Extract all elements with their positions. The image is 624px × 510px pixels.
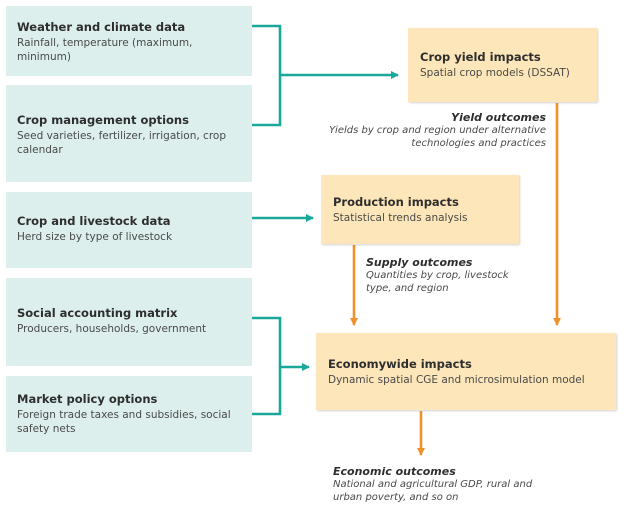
input-desc: Rainfall, temperature (maximum, minimum): [17, 37, 193, 63]
input-weather-climate: Weather and climate data Rainfall, tempe…: [6, 6, 252, 76]
model-desc: Statistical trends analysis: [333, 212, 468, 224]
input-title: Market policy options: [17, 392, 158, 406]
input-social-accounting-matrix: Social accounting matrix Producers, hous…: [6, 278, 252, 366]
note-economic-outcomes: Economic outcomes National and agricultu…: [333, 465, 553, 504]
model-economywide: Economywide impacts Dynamic spatial CGE …: [316, 333, 616, 410]
input-desc: Herd size by type of livestock: [17, 231, 173, 243]
model-title: Crop yield impacts: [420, 50, 541, 64]
input-crop-livestock: Crop and livestock data Herd size by typ…: [6, 192, 252, 268]
model-desc: Dynamic spatial CGE and microsimulation …: [328, 374, 585, 386]
note-title: Supply outcomes: [366, 256, 473, 269]
note-yield-outcomes: Yield outcomes Yields by crop and region…: [318, 111, 546, 150]
model-title: Production impacts: [333, 195, 459, 209]
note-title: Yield outcomes: [451, 111, 546, 124]
bracket-weather-management: [252, 24, 282, 127]
bracket-sam-policy: [252, 316, 282, 416]
note-title: Economic outcomes: [333, 465, 456, 478]
note-desc: Quantities by crop, livestock type, and …: [366, 270, 509, 294]
input-title: Weather and climate data: [17, 20, 186, 34]
input-crop-management: Crop management options Seed varieties, …: [6, 85, 252, 182]
input-title: Crop management options: [17, 113, 189, 127]
input-title: Social accounting matrix: [17, 306, 178, 320]
input-desc: Seed varieties, fertilizer, irrigation, …: [17, 130, 226, 156]
note-supply-outcomes: Supply outcomes Quantities by crop, live…: [366, 256, 526, 295]
model-desc: Spatial crop models (DSSAT): [420, 67, 570, 79]
input-desc: Producers, households, government: [17, 323, 207, 335]
input-title: Crop and livestock data: [17, 214, 171, 228]
note-desc: National and agricultural GDP, rural and…: [333, 479, 533, 503]
model-production: Production impacts Statistical trends an…: [321, 175, 519, 244]
model-title: Economywide impacts: [328, 357, 472, 371]
model-crop-yield: Crop yield impacts Spatial crop models (…: [408, 28, 597, 102]
input-market-policy: Market policy options Foreign trade taxe…: [6, 376, 252, 452]
input-desc: Foreign trade taxes and subsidies, socia…: [17, 409, 231, 435]
note-desc: Yields by crop and region under alternat…: [329, 125, 546, 149]
